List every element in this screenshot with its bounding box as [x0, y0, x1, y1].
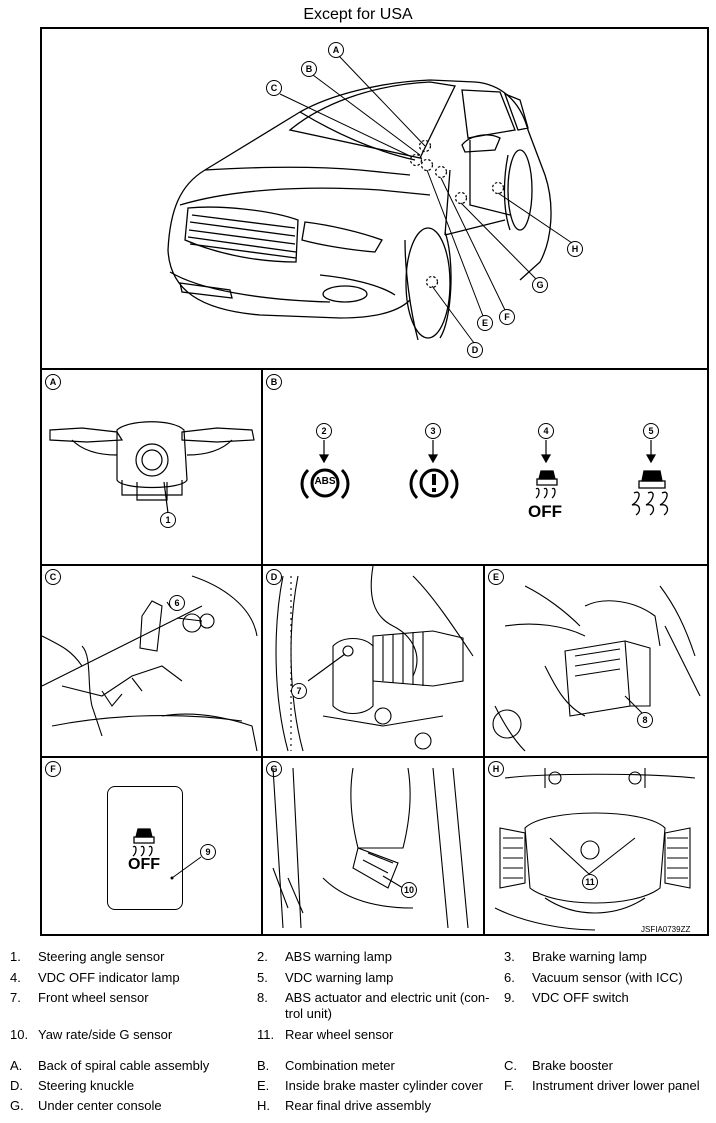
callout-a: A [328, 42, 344, 58]
number-2: 2 [316, 423, 332, 439]
panel-label-f: F [45, 761, 61, 777]
brake-warning-lamp-icon [409, 468, 459, 500]
callout-f: F [499, 309, 515, 325]
vdc-off-lamp-text: OFF [528, 502, 562, 521]
divider [40, 756, 709, 758]
vdc-off-indicator-icon [535, 470, 558, 499]
number-4: 4 [538, 423, 554, 439]
rear-final-drive-illustration [494, 768, 696, 931]
panel-label-h: H [488, 761, 504, 777]
number-3: 3 [425, 423, 441, 439]
abs-lamp-text: ABS [314, 476, 336, 487]
callout-g: G [532, 277, 548, 293]
panel-label-c: C [45, 569, 61, 585]
vdc-warning-lamp-icon [631, 470, 669, 516]
number-9: 9 [200, 844, 216, 860]
switch-leader-line [170, 856, 202, 880]
number-8: 8 [637, 712, 653, 728]
abs-actuator-illustration [492, 585, 701, 752]
vdc-off-switch [107, 786, 183, 910]
spiral-cable-illustration [49, 421, 255, 514]
divider [261, 368, 263, 936]
number-6: 6 [169, 595, 185, 611]
callout-c: C [266, 80, 282, 96]
callout-h: H [567, 241, 583, 257]
yaw-rate-sensor-illustration [272, 767, 469, 929]
number-10: 10 [401, 882, 417, 898]
vdc-off-switch-text: OFF [128, 856, 160, 873]
lamp-arrows [318, 440, 657, 464]
divider [40, 368, 709, 370]
panel-label-e: E [488, 569, 504, 585]
divider [40, 564, 709, 566]
panel-label-a: A [45, 374, 61, 390]
vehicle-illustration [167, 55, 573, 344]
panel-label-d: D [266, 569, 282, 585]
callout-e: E [477, 315, 493, 331]
image-code: JSFIA0739ZZ [641, 925, 691, 934]
abs-warning-lamp-icon [300, 468, 350, 500]
divider [483, 564, 485, 936]
number-11: 11 [582, 874, 598, 890]
figure-title: Except for USA [303, 6, 413, 23]
callout-b: B [301, 61, 317, 77]
panel-label-b: B [266, 374, 282, 390]
number-7: 7 [291, 683, 307, 699]
steering-knuckle-illustration [275, 565, 474, 752]
diagram-frame [40, 27, 709, 936]
number-1: 1 [160, 512, 176, 528]
callout-d: D [467, 342, 483, 358]
number-5: 5 [643, 423, 659, 439]
vdc-off-switch-icon [132, 828, 155, 857]
